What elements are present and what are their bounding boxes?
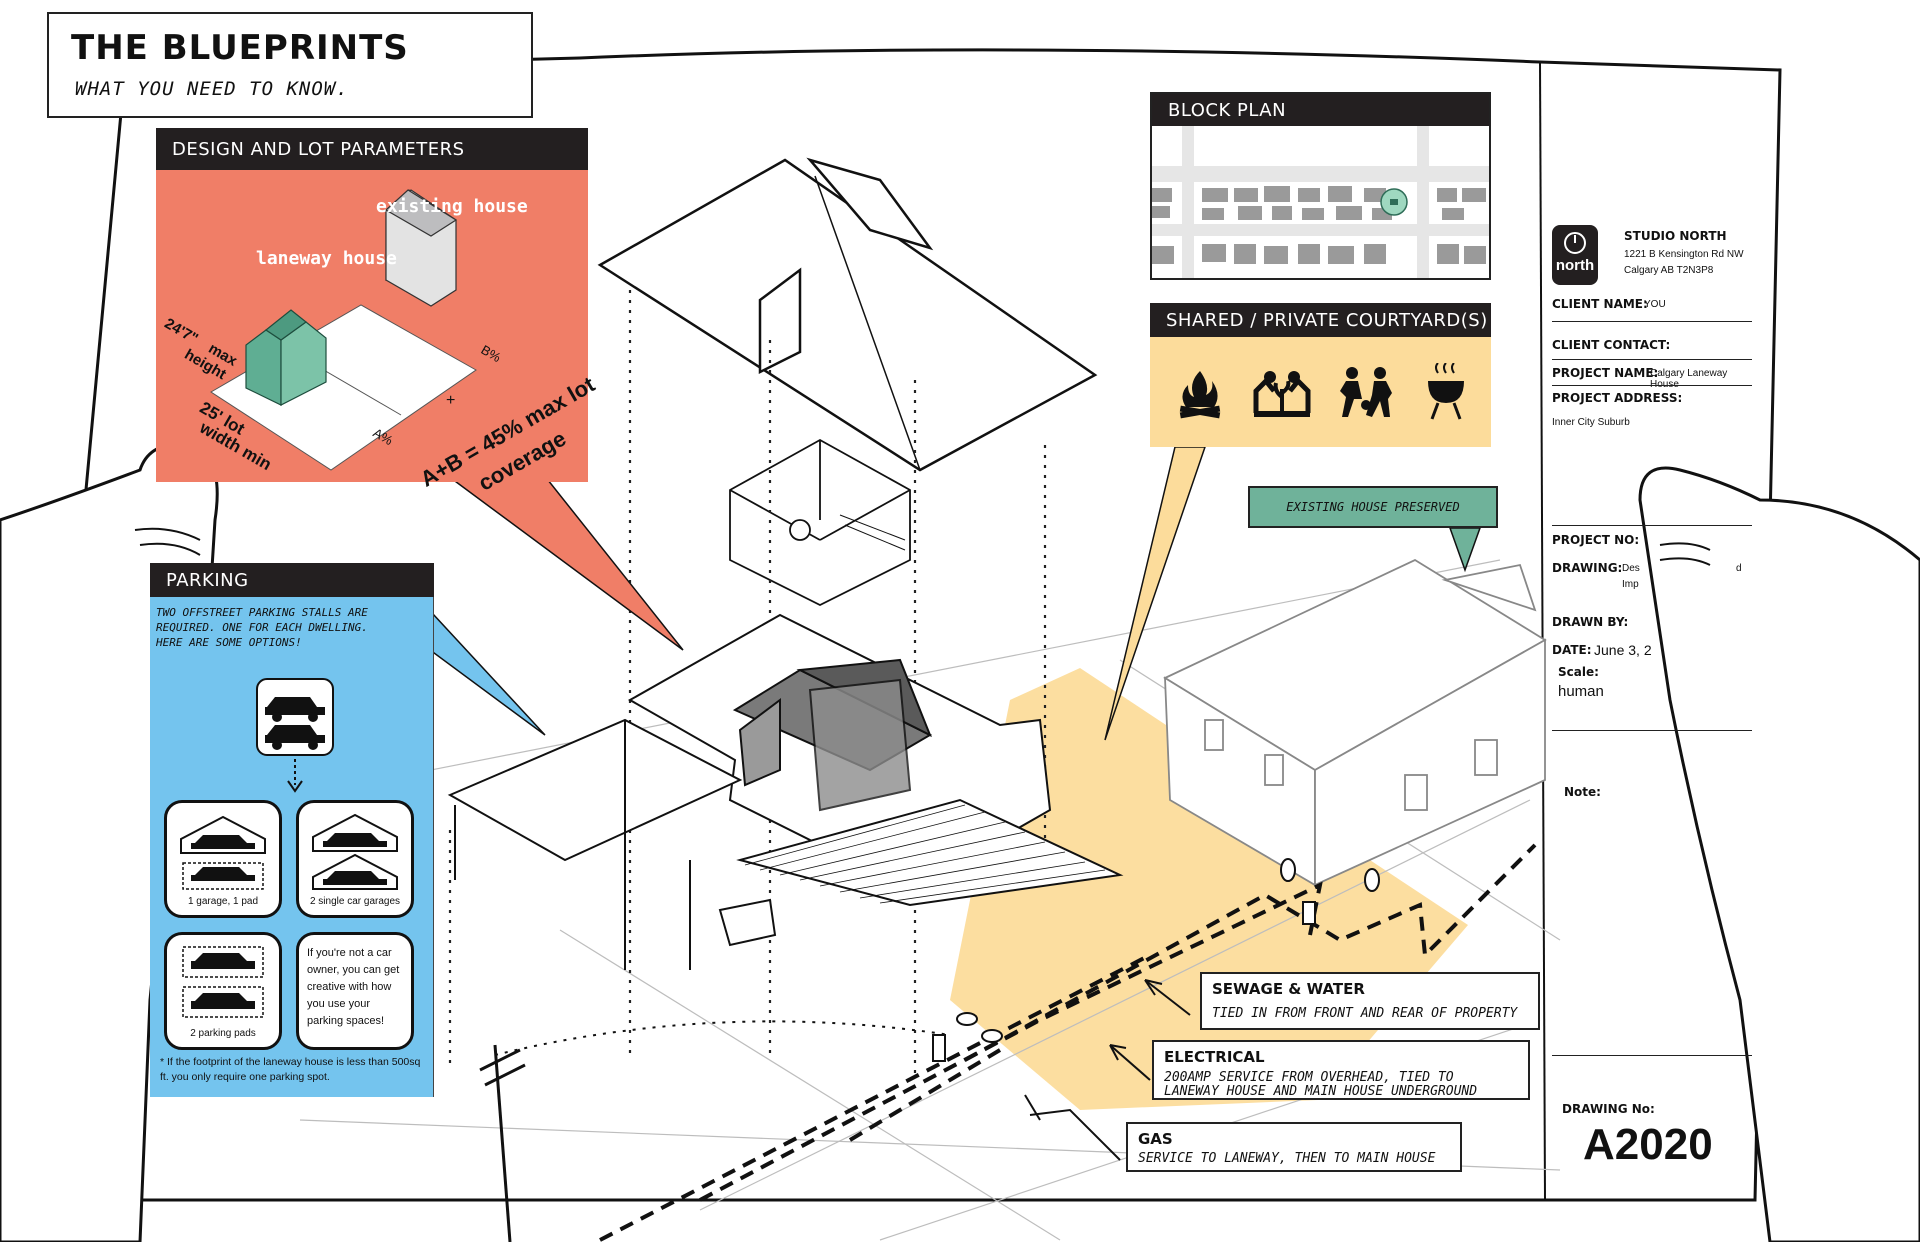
drawn-by-label: DRAWN BY:	[1552, 615, 1629, 629]
parking-heading: PARKING	[150, 563, 434, 597]
client-name-label: CLIENT NAME:	[1552, 297, 1648, 311]
sewage-text: TIED IN FROM FRONT AND REAR OF PROPERTY	[1212, 1006, 1518, 1021]
parking-option-two-pads: 2 parking pads	[164, 932, 282, 1050]
studio-logo: north	[1552, 225, 1598, 285]
green-callout-tail	[1448, 527, 1482, 573]
gas-text: SERVICE TO LANEWAY, THEN TO MAIN HOUSE	[1138, 1151, 1436, 1166]
page-title: THE BLUEPRINTS	[71, 28, 409, 68]
parking-intro: TWO OFFSTREET PARKING STALLS ARE REQUIRE…	[156, 606, 368, 649]
plus-sign: +	[446, 392, 456, 409]
project-name-value: Calgary Laneway House	[1650, 368, 1728, 390]
laneway-house-label: laneway house	[256, 248, 397, 269]
garage-and-pad-icon	[180, 815, 266, 890]
clock-logo-icon	[1564, 232, 1586, 254]
note-label: Note:	[1564, 785, 1601, 799]
existing-house-label: existing house	[376, 196, 528, 217]
gas-title: GAS	[1138, 1130, 1173, 1148]
parking-option-3-label: 2 parking pads	[190, 1028, 256, 1039]
parking-body: TWO OFFSTREET PARKING STALLS ARE REQUIRE…	[150, 597, 434, 1097]
existing-house-callout: EXISTING HOUSE PRESERVED	[1248, 486, 1498, 528]
electrical-text-2: LANEWAY HOUSE AND MAIN HOUSE UNDERGROUND	[1164, 1084, 1478, 1099]
logo-text: north	[1555, 257, 1595, 274]
project-address-label: PROJECT ADDRESS:	[1552, 391, 1683, 405]
car-stack-icon	[256, 678, 334, 793]
parking-option-two-garages: 2 single car garages	[296, 800, 414, 918]
exploded-module	[729, 438, 911, 607]
parking-option-garage-pad: 1 garage, 1 pad	[164, 800, 282, 918]
exploded-roof	[597, 157, 1098, 472]
project-name-label: PROJECT NAME:	[1552, 366, 1659, 380]
lot-diagram	[210, 189, 477, 471]
garden-icon	[1253, 371, 1311, 417]
electrical-text-1: 200AMP SERVICE FROM OVERHEAD, TIED TO	[1164, 1070, 1454, 1085]
parking-footnote: * If the footprint of the laneway house …	[160, 1056, 421, 1083]
project-address-value: Inner City Suburb	[1552, 417, 1630, 428]
courtyard-body	[1150, 337, 1491, 447]
laneway-house	[447, 613, 1124, 970]
courtyard-heading: SHARED / PRIVATE COURTYARD(S)	[1150, 303, 1491, 337]
drawing-value-2: Imp	[1622, 579, 1639, 590]
parking-option-1-label: 1 garage, 1 pad	[187, 896, 259, 907]
electrical-note: ELECTRICAL 200AMP SERVICE FROM OVERHEAD,…	[1152, 1040, 1530, 1100]
existing-house	[1163, 558, 1547, 887]
courtyard-tail	[1104, 446, 1207, 741]
kids-playing-icon	[1340, 367, 1392, 417]
title-block: north STUDIO NORTH 1221 B Kensington Rd …	[1552, 225, 1756, 1145]
parking-tip-card: If you're not a car owner, you can get c…	[296, 932, 414, 1050]
existing-house-callout-text: EXISTING HOUSE PRESERVED	[1286, 500, 1460, 514]
studio-name: STUDIO NORTH	[1624, 229, 1727, 243]
parking-tip: If you're not a car owner, you can get c…	[307, 947, 400, 1027]
lot-parameters-body: existing house laneway house 24'7" max h…	[156, 170, 599, 496]
studio-address-2: Calgary AB T2N3P8	[1624, 265, 1714, 276]
sewage-water-note: SEWAGE & WATER TIED IN FROM FRONT AND RE…	[1200, 972, 1540, 1030]
lot-parameters-panel: DESIGN AND LOT PARAMETERS existing house…	[156, 128, 599, 496]
barbecue-icon	[1428, 363, 1464, 420]
title-block-divider	[1539, 61, 1546, 1201]
block-plan-map	[1152, 126, 1489, 278]
drawing-value-1: Des	[1622, 563, 1640, 574]
block-plan-heading: BLOCK PLAN	[1152, 94, 1489, 126]
block-plan-panel: BLOCK PLAN	[1150, 92, 1491, 280]
scale-label: Scale:	[1558, 665, 1599, 679]
page-subtitle: WHAT YOU NEED TO KNOW.	[75, 78, 349, 100]
two-garages-icon	[312, 813, 398, 890]
scale-value: human	[1558, 683, 1604, 700]
courtyard-panel: SHARED / PRIVATE COURTYARD(S)	[1150, 303, 1491, 447]
client-name-value: YOU	[1644, 299, 1666, 310]
date-label: DATE:	[1552, 643, 1592, 657]
right-hand	[1638, 466, 1920, 1242]
lot-parameters-heading: DESIGN AND LOT PARAMETERS	[156, 128, 588, 170]
project-no-label: PROJECT NO:	[1552, 533, 1640, 547]
two-pads-icon	[182, 946, 264, 1018]
date-value: June 3, 2	[1594, 642, 1652, 658]
drawing-value-3: d	[1736, 563, 1742, 574]
sewage-title: SEWAGE & WATER	[1212, 980, 1365, 998]
client-contact-label: CLIENT CONTACT:	[1552, 338, 1671, 352]
drawing-number: A2020	[1583, 1120, 1713, 1169]
title-box: THE BLUEPRINTS WHAT YOU NEED TO KNOW.	[47, 12, 533, 118]
studio-address-1: 1221 B Kensington Rd NW	[1624, 249, 1744, 260]
parking-option-2-label: 2 single car garages	[309, 896, 401, 907]
gas-note: GAS SERVICE TO LANEWAY, THEN TO MAIN HOU…	[1126, 1122, 1462, 1172]
electrical-title: ELECTRICAL	[1164, 1048, 1265, 1066]
parking-panel: PARKING TWO OFFSTREET PARKING STALLS ARE…	[150, 563, 434, 1097]
drawing-no-label: DRAWING No:	[1562, 1102, 1655, 1116]
campfire-icon	[1179, 371, 1221, 419]
drawing-label: DRAWING:	[1552, 561, 1623, 575]
